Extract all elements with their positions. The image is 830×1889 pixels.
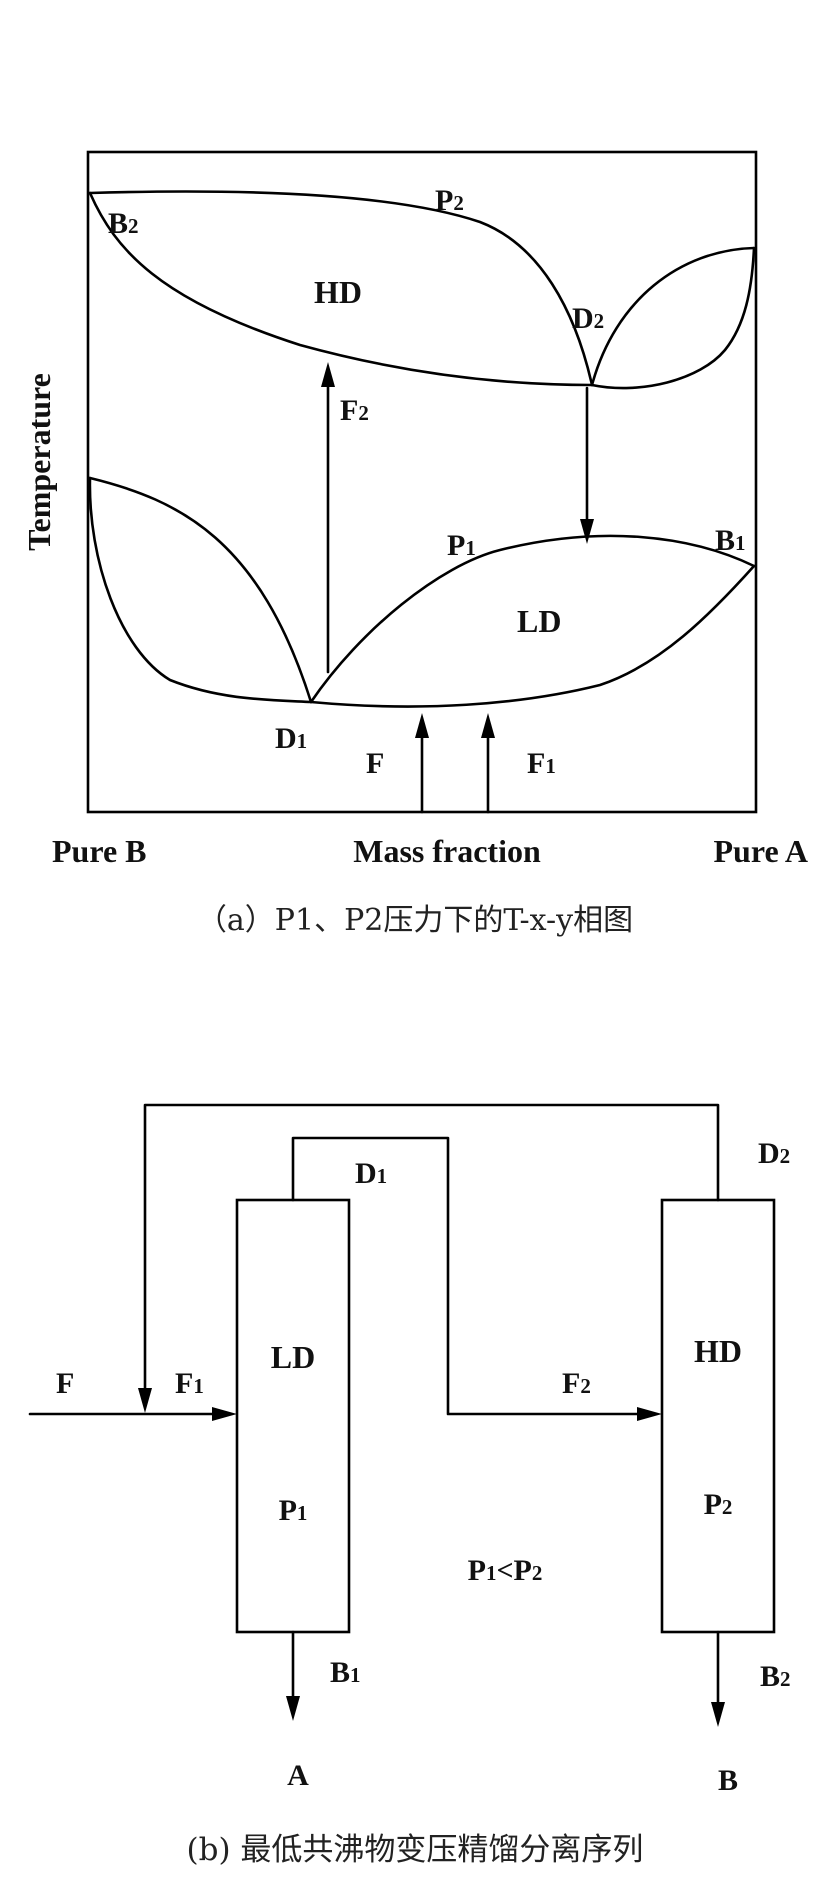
column-ld-pressure: P1 [279, 1494, 308, 1527]
p1-bubble-curve [309, 564, 756, 708]
label-bottoms-b2: B2 [760, 1660, 791, 1693]
arrow-d2-head [580, 519, 594, 544]
pressure-relation: P1<P2 [468, 1554, 543, 1587]
caption-b: (b) 最低共沸物变压精馏分离序列 [187, 1832, 644, 1868]
recycle-d2-arrowhead [138, 1388, 152, 1413]
f2-arrowhead [637, 1407, 662, 1421]
x-axis-label: Mass fraction [353, 833, 541, 869]
label-hd: HD [314, 274, 362, 310]
b1-arrowhead [286, 1696, 300, 1721]
f1-arrowhead [212, 1407, 237, 1421]
arrow-f1-head [481, 713, 495, 738]
label-b1: B1 [715, 524, 746, 557]
b2-arrowhead [711, 1702, 725, 1727]
p1-dew-curve [309, 534, 756, 704]
column-hd-pressure: P2 [704, 1488, 733, 1521]
p2-dew-curve [88, 190, 594, 387]
label-f2: F2 [340, 394, 369, 427]
label-product-b: B [718, 1764, 738, 1797]
column-ld-name: LD [271, 1339, 315, 1375]
phase-diagram: B2 P2 HD D2 F2 P1 B1 LD D1 F F1 Temperat… [21, 150, 808, 938]
label-b2: B2 [108, 207, 139, 240]
label-f1: F1 [527, 747, 556, 780]
label-d1: D1 [275, 722, 307, 755]
p1-left-inner-curve [88, 476, 313, 704]
p2-right-lower-curve [590, 246, 756, 390]
label-f: F [366, 747, 384, 780]
column-ld [235, 1198, 351, 1634]
column-hd-name: HD [694, 1333, 742, 1369]
arrow-f-head [415, 713, 429, 738]
caption-a: （a）P1、P2压力下的T-x-y相图 [197, 903, 633, 938]
label-distillate-d2: D2 [758, 1137, 790, 1170]
label-feed-f2: F2 [562, 1367, 591, 1400]
label-ld: LD [517, 603, 561, 639]
label-feed-f1: F1 [175, 1367, 204, 1400]
x-axis-left-label: Pure B [52, 833, 147, 869]
x-axis-right-label: Pure A [713, 833, 808, 869]
process-flowsheet: F F1 D1 D2 F2 B1 B2 A B LD P1 HD P2 P1<P… [28, 1103, 791, 1868]
label-bottoms-b1: B1 [330, 1656, 361, 1689]
arrow-f2-head [321, 362, 335, 387]
p1-left-outer-curve [88, 476, 313, 704]
label-feed-f: F [56, 1367, 74, 1400]
label-distillate-d1: D1 [355, 1157, 387, 1190]
label-d2: D2 [572, 302, 604, 335]
p2-bubble-curve [88, 191, 594, 387]
p2-right-upper-curve [590, 246, 756, 387]
d1-line [291, 1136, 640, 1416]
recycle-d2-line [143, 1103, 720, 1390]
y-axis-label: Temperature [21, 373, 57, 551]
label-p2: P2 [435, 184, 464, 217]
label-product-a: A [287, 1759, 309, 1792]
label-p1: P1 [447, 529, 476, 562]
column-hd [660, 1198, 776, 1634]
